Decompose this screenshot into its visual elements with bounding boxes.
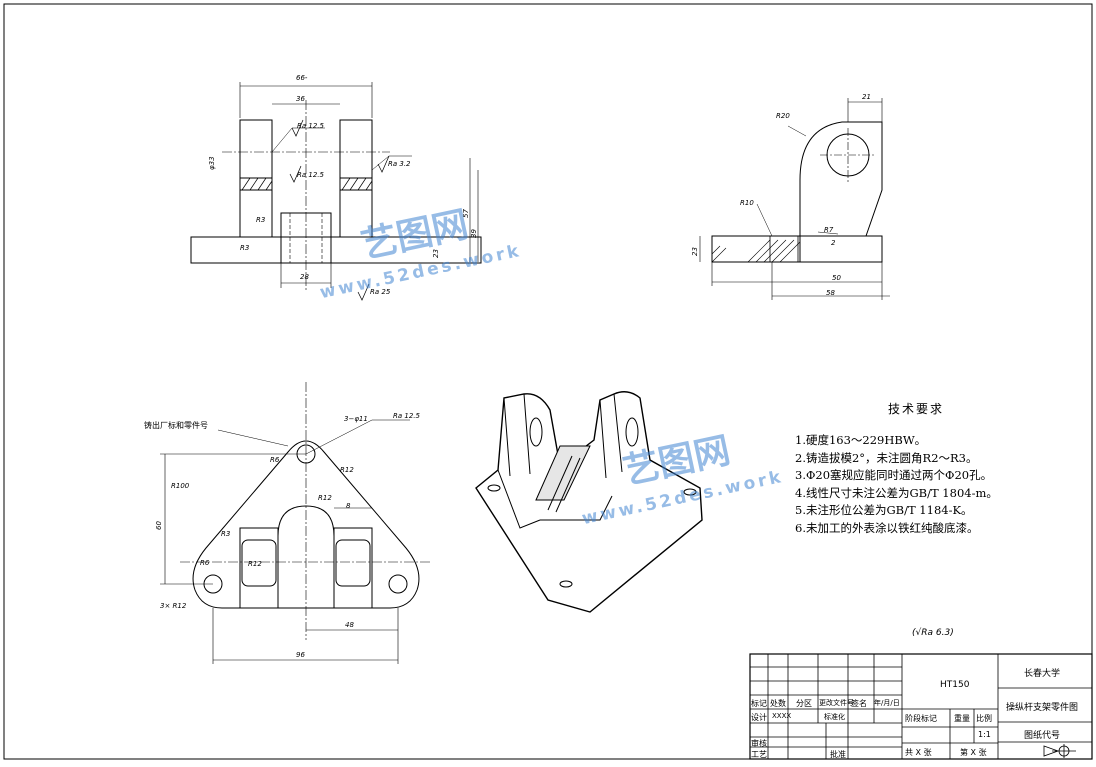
dim-8: 8 [346, 502, 351, 510]
tb-date: 年/月/日 [874, 699, 900, 707]
radius-r10: R10 [740, 199, 754, 207]
radius-3-r12: 3× R12 [160, 602, 187, 610]
radius-r12-c: R12 [248, 560, 262, 568]
drawing-name: 操纵杆支架零件图 [1006, 703, 1079, 713]
tech-requirement-item: 2.铸造拔模2°，未注圆角R2～R3。 [795, 450, 978, 465]
dim-2: 2 [831, 239, 836, 247]
title-block-grid [749, 653, 1093, 760]
tb-standard: 标准化 [824, 713, 845, 721]
tech-requirements-title: 技术要求 [888, 402, 945, 416]
ra-12-5-b: Ra 12.5 [297, 171, 325, 179]
tb-scale-value: 1:1 [978, 730, 991, 739]
radius-r6-b: R6 [200, 559, 210, 567]
tech-requirement-item: 3.Φ20塞规应能同时通过两个Φ20孔。 [795, 468, 993, 482]
dim-21: 21 [862, 93, 871, 101]
drawing-code: 图纸代号 [1024, 731, 1061, 741]
radius-r100: R100 [171, 482, 190, 490]
dim-23: 23 [432, 249, 440, 258]
radius-r12-b: R12 [318, 494, 332, 502]
tb-mark: 标记 [751, 699, 767, 708]
top-view [160, 382, 430, 664]
tb-stage: 阶段标记 [905, 714, 937, 723]
radius-r3-c: R3 [221, 530, 230, 538]
dim-58: 58 [826, 289, 835, 297]
tech-requirement-item: 5.未注形位公差为GB/T 1184-K。 [795, 503, 973, 517]
radius-r20: R20 [776, 112, 790, 120]
tb-process: 工艺 [751, 750, 767, 759]
dim-28: 28 [300, 273, 309, 281]
tb-approve: 批准 [830, 750, 846, 759]
side-view [699, 98, 890, 300]
school-name: 长春大学 [1024, 669, 1061, 679]
dim-48: 48 [345, 621, 354, 629]
general-roughness: (√Ra 6.3) [912, 628, 954, 638]
ra-12-5-c: Ra 12.5 [393, 412, 421, 420]
dim-36: 36 [296, 95, 305, 103]
radius-r12-a: R12 [340, 466, 354, 474]
ra-12-5-a: Ra 12.5 [297, 122, 325, 130]
tb-total-sheets: 共 X 张 [905, 748, 932, 757]
tb-design: 设计 [751, 713, 767, 722]
ra-25: Ra 25 [370, 288, 391, 296]
sheet-border [3, 3, 1093, 760]
material-label: HT150 [940, 680, 970, 690]
tb-sheet-number: 第 X 张 [960, 748, 987, 757]
tb-weight: 重量 [954, 714, 970, 723]
front-view [190, 82, 482, 301]
dim-phi33: φ33 [208, 156, 216, 170]
tech-requirements-list: 1.硬度163～229HBW。 2.铸造拔模2°，未注圆角R2～R3。 3.Φ2… [795, 432, 998, 537]
tb-doc-no: 更改文件号 [819, 699, 854, 707]
tb-review: 审核 [751, 739, 767, 748]
tech-requirement-item: 6.未加工的外表涂以铁红纯酸底漆。 [795, 520, 979, 535]
radius-r7: R7 [824, 226, 834, 234]
ra-3-2: Ra 3.2 [388, 160, 411, 168]
dim-60: 60 [155, 521, 163, 530]
casting-mark-note: 铸出厂标和零件号 [144, 420, 208, 430]
dim-50: 50 [832, 274, 841, 282]
dim-66: 66- [296, 74, 308, 82]
dim-23-side: 23 [691, 247, 699, 256]
tb-count: 处数 [770, 699, 786, 708]
tb-zone: 分区 [796, 699, 812, 708]
dim-57: 57 [462, 209, 470, 218]
dim-39: 39 [470, 229, 478, 238]
hole-3-phi11: 3−φ11 [344, 415, 368, 423]
tb-designer: XXXX [772, 712, 792, 720]
radius-r6: R6 [270, 456, 280, 464]
tb-sign: 签名 [851, 699, 867, 708]
tech-requirement-item: 4.线性尺寸未注公差为GB/T 1804-m。 [795, 485, 998, 500]
radius-r3-b: R3 [240, 244, 249, 252]
dim-96: 96 [296, 651, 305, 659]
tech-requirement-item: 1.硬度163～229HBW。 [795, 433, 927, 447]
tb-scale: 比例 [976, 714, 992, 723]
radius-r3-a: R3 [256, 216, 265, 224]
isometric-view [475, 391, 703, 613]
